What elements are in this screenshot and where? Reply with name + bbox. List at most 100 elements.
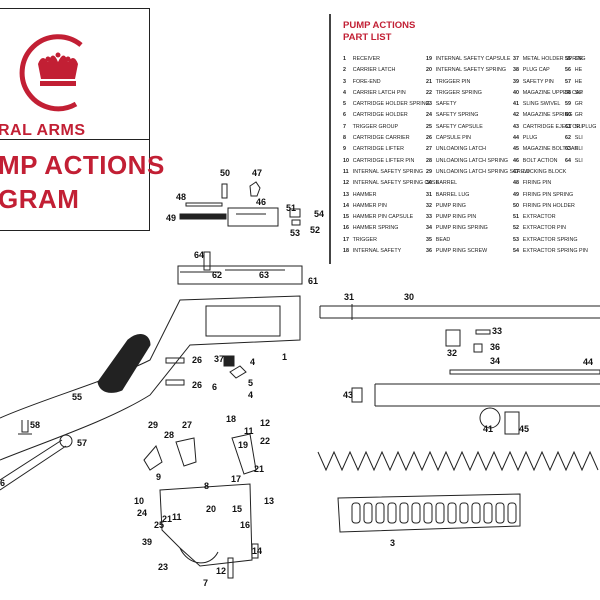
part-name: FIRING PIN HOLDER	[521, 202, 575, 209]
part-name: TRIGGER PIN	[434, 78, 471, 85]
fore-end-rib	[375, 502, 385, 524]
part-name: HAMMER	[351, 191, 377, 198]
part-list-item: 36 PUMP RING SCREW	[426, 246, 527, 257]
ejector-plug-part	[351, 387, 363, 403]
part-list-item: 52 EXTRACTOR PIN	[513, 223, 600, 234]
callout-label: 17	[231, 474, 242, 484]
capsule-pin-part-2	[165, 379, 185, 386]
fore-end-rib	[351, 502, 361, 524]
callout-label: 57	[77, 438, 88, 448]
part-number: 43	[513, 123, 519, 130]
callout-label: 47	[252, 168, 263, 178]
callout-label: 7	[203, 578, 209, 588]
callout-label: 31	[344, 292, 355, 302]
part-number: 18	[343, 248, 349, 255]
part-name: HAMMER SPRING	[351, 225, 399, 232]
part-list-item: 34 PUMP RING SPRING	[426, 223, 527, 234]
callout-label: 12	[216, 566, 227, 576]
part-list-item: 31 BARREL LUG	[426, 190, 527, 201]
part-name: BARREL LUG	[434, 191, 470, 198]
stock-screw-part	[0, 439, 67, 491]
part-list-item: 17 TRIGGER	[343, 235, 444, 246]
capsule-pin-part-1	[165, 357, 185, 364]
trigger-group-pin-part	[227, 557, 234, 579]
callout-label: 26	[192, 380, 203, 390]
part-number: 16	[343, 225, 349, 232]
barrel-part	[319, 304, 600, 320]
part-list-item: 7 TRIGGER GROUP	[343, 122, 444, 133]
parts-list-heading: PUMP ACTIONS	[343, 20, 416, 31]
callout-label: 49	[166, 213, 177, 223]
part-list-item: 25 SAFETY CAPSULE	[426, 122, 527, 133]
part-list-item: 24 SAFETY SPRING	[426, 110, 527, 121]
part-list-item: 3 FORE-END	[343, 77, 444, 88]
part-number: 1	[343, 56, 346, 62]
callout-label: 52	[310, 225, 321, 235]
callout-label: 61	[308, 276, 319, 286]
part-number: 37	[513, 56, 519, 62]
part-number: 40	[513, 89, 519, 96]
callout-label: 37	[214, 354, 225, 364]
part-name: PUMP RING	[434, 202, 466, 209]
part-number: 2	[343, 67, 346, 74]
callout-label: 11	[244, 426, 254, 436]
part-name: CARTRIDGE LIFTER	[351, 146, 404, 153]
part-list-item: 8 CARTRIDGE CARRIER	[343, 133, 444, 144]
part-list-item: 57 HE	[565, 77, 600, 88]
crown-logo-icon	[19, 34, 83, 112]
part-number: 9	[343, 146, 346, 153]
part-name: SLI	[573, 89, 583, 96]
holder-spring-part	[223, 355, 235, 367]
fore-end-rib	[423, 502, 433, 524]
part-name: GR	[573, 101, 583, 108]
part-number: 31	[426, 191, 432, 198]
part-number: 27	[426, 146, 432, 153]
part-name: CARTRIDGE EJECTOR PLUG	[521, 123, 597, 130]
part-name: PUMP RING PIN	[434, 214, 477, 221]
fore-end-rib	[471, 502, 481, 524]
callout-label: 8	[204, 481, 210, 491]
callout-label: 25	[154, 520, 165, 530]
part-list-item: 39 SAFETY PIN	[513, 77, 600, 88]
callout-label: 63	[259, 270, 270, 280]
callout-label: 34	[490, 356, 501, 366]
part-number: 48	[513, 180, 519, 187]
part-number: 34	[426, 225, 432, 232]
part-list-item: 61 SLI	[565, 122, 600, 133]
part-list-item: 59 GR	[565, 99, 600, 110]
part-number: 35	[426, 236, 432, 243]
magazine-tube-part	[374, 383, 600, 407]
fore-end-ribs	[351, 502, 517, 524]
callout-label: 13	[264, 496, 275, 506]
fore-end-rib	[483, 502, 493, 524]
part-name: CARTRIDGE CARRIER	[351, 135, 410, 142]
callout-label: 12	[260, 418, 271, 428]
part-list-item: 55 GR	[565, 54, 600, 65]
part-number: 63	[565, 146, 571, 153]
part-number: 23	[426, 101, 432, 108]
part-number: 13	[343, 191, 349, 198]
part-number: 15	[343, 214, 349, 221]
part-list-item: 20 INTERNAL SAFETY SPRING	[426, 65, 527, 76]
callout-label: 30	[404, 292, 415, 302]
part-number: 22	[426, 89, 432, 96]
diagram-title-box: MP ACTIONS GRAM	[0, 139, 164, 231]
part-number: 56	[565, 67, 571, 74]
part-name: SLI	[573, 157, 583, 164]
part-list-item: 30 BARREL	[426, 178, 527, 189]
callout-label: 39	[142, 537, 153, 547]
part-list-item: 62 SLI	[565, 133, 600, 144]
callout-label: 4	[248, 390, 254, 400]
part-number: 24	[426, 112, 432, 119]
callout-label: 53	[290, 228, 301, 238]
part-list-item: 54 EXTRACTOR SPRING PIN	[513, 246, 600, 257]
part-list-item: 50 FIRING PIN HOLDER	[513, 201, 600, 212]
bolt-action-part	[227, 207, 279, 227]
part-name: GR	[573, 112, 583, 119]
part-number: 10	[343, 157, 349, 164]
part-name: SLING SWIVEL	[521, 101, 561, 108]
part-list-item: 12 INTERNAL SAFETY SPRING CASE	[343, 178, 444, 189]
panel-divider	[329, 14, 331, 264]
